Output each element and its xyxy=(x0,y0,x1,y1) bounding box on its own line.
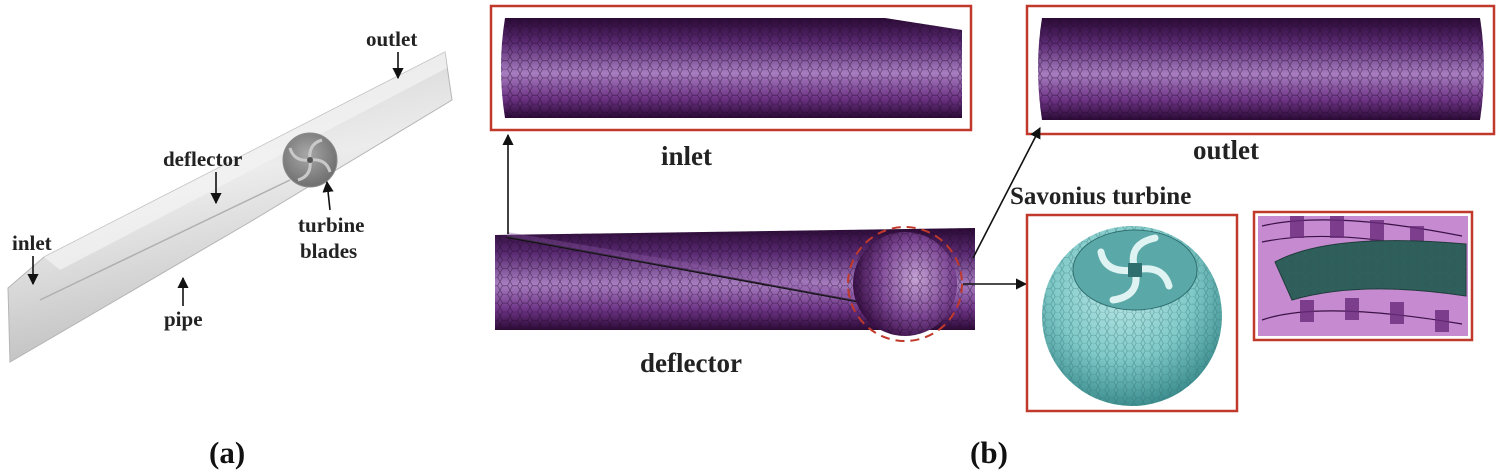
label-deflector-b: deflector xyxy=(640,348,742,378)
inlet-frame xyxy=(489,4,973,132)
savonius-frame xyxy=(1025,213,1239,413)
label-turbine-a-line1: turbine xyxy=(298,213,365,237)
label-deflector-a: deflector xyxy=(163,147,242,171)
caption-a: (a) xyxy=(209,435,245,470)
turbine-blades-disc xyxy=(282,132,338,188)
label-inlet-b: inlet xyxy=(661,141,712,171)
label-turbine-a-line2: blades xyxy=(300,239,357,263)
arrow-to-outlet xyxy=(972,127,1041,259)
blade-closeup-frame xyxy=(1252,210,1474,342)
label-outlet-a: outlet xyxy=(366,27,417,51)
savonius-turbine-mesh xyxy=(1042,226,1222,406)
outlet-mesh-cylinder xyxy=(1038,18,1484,120)
pipe-shape xyxy=(7,51,453,363)
label-savonius: Savonius turbine xyxy=(1010,183,1191,210)
panel-b: inlet outlet deflector Savonius turbine xyxy=(489,4,1496,470)
arrow-turbine-a xyxy=(322,180,334,211)
caption-b: (b) xyxy=(970,435,1008,470)
label-outlet-b: outlet xyxy=(1193,135,1259,165)
blade-closeup-mesh xyxy=(1258,216,1468,336)
label-pipe-a: pipe xyxy=(164,307,203,331)
turbine-highlight-circle xyxy=(847,226,963,342)
label-inlet-a: inlet xyxy=(12,231,52,255)
panel-a: outlet deflector turbine blades inlet pi… xyxy=(7,27,453,470)
deflector-mesh xyxy=(495,226,975,342)
inlet-mesh-cylinder xyxy=(501,18,962,118)
outlet-frame xyxy=(1025,4,1496,136)
